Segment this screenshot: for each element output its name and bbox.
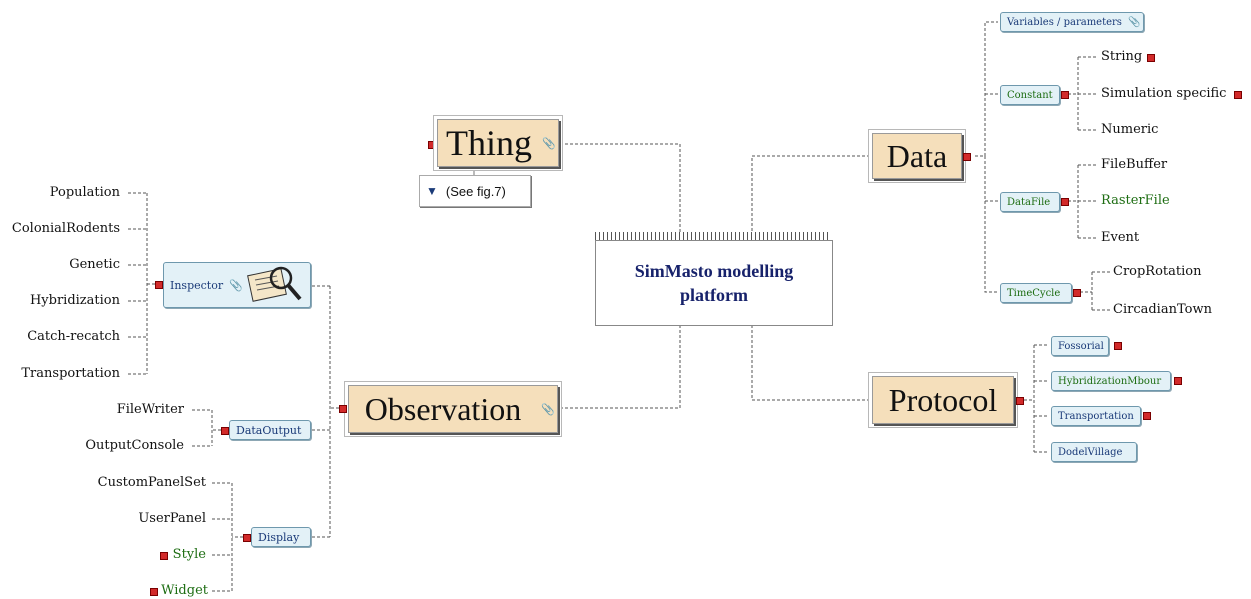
datafile-item-event[interactable]: Event [1101,230,1140,245]
paperclip-icon: 📎 [542,137,556,150]
node-datafile[interactable]: DataFile [1000,192,1060,212]
node-dataoutput-label: DataOutput [236,423,302,437]
collapse-marker-icon[interactable] [1174,377,1182,385]
constant-item-simulation-specific[interactable]: Simulation specific [1101,86,1227,101]
collapse-marker-icon[interactable] [428,141,436,149]
node-data-label: Data [886,137,948,174]
display-item-userpanel[interactable]: UserPanel [138,511,206,526]
collapse-marker-icon[interactable] [1143,412,1151,420]
protocol-item-dodelvillage[interactable]: DodelVillage [1051,442,1137,462]
collapse-marker-icon[interactable] [1061,91,1069,99]
node-observation[interactable]: Observation [348,385,558,433]
inspector-item-transportation[interactable]: Transportation [21,366,120,381]
inspector-item-population[interactable]: Population [49,185,120,200]
constant-item-string[interactable]: String [1101,49,1143,64]
central-node[interactable]: SimMasto modelling platform [595,240,833,326]
protocol-item-label: DodelVillage [1058,446,1123,458]
collapse-marker-icon[interactable] [1073,289,1081,297]
protocol-item-transportation[interactable]: Transportation [1051,406,1141,426]
collapse-marker-icon[interactable] [1061,198,1069,206]
inspector-item-catch-recatch[interactable]: Catch-recatch [27,329,120,344]
protocol-item-label: HybridizationMbour [1058,375,1162,387]
inspector-item-genetic[interactable]: Genetic [69,257,120,272]
node-variables-label: Variables / parameters [1007,16,1122,28]
node-protocol-label: Protocol [888,381,998,418]
node-data[interactable]: Data [872,133,962,179]
node-datafile-label: DataFile [1007,196,1051,208]
node-constant-label: Constant [1007,89,1053,101]
central-title-line2: platform [680,285,748,305]
central-title-line1: SimMasto modelling [634,261,794,281]
collapse-marker-icon[interactable] [339,405,347,413]
protocol-item-label: Fossorial [1058,340,1104,352]
collapse-marker-icon[interactable] [221,427,229,435]
pin-icon: ▼ [426,184,438,198]
collapse-marker-icon[interactable] [1114,342,1122,350]
node-protocol[interactable]: Protocol [872,376,1014,424]
datafile-item-filebuffer[interactable]: FileBuffer [1101,157,1168,172]
node-variables-parameters[interactable]: Variables / parameters 📎 [1000,12,1144,32]
collapse-marker-icon[interactable] [1234,91,1242,99]
node-timecycle[interactable]: TimeCycle [1000,283,1072,303]
timecycle-item-circadiantown[interactable]: CircadianTown [1113,302,1212,317]
datafile-item-rasterfile[interactable]: RasterFile [1101,193,1170,208]
timecycle-item-croprotation[interactable]: CropRotation [1113,264,1202,279]
display-item-widget[interactable]: Widget [161,583,208,598]
collapse-marker-icon[interactable] [1147,54,1155,62]
collapse-marker-icon[interactable] [1016,397,1024,405]
display-item-custompanelset[interactable]: CustomPanelSet [97,475,206,490]
node-dataoutput[interactable]: DataOutput [229,420,311,440]
node-inspector-label: Inspector [170,278,224,292]
constant-item-numeric[interactable]: Numeric [1101,122,1159,137]
dataoutput-item-filewriter[interactable]: FileWriter [116,402,184,417]
node-observation-label: Observation [364,390,522,427]
magnifier-icon [247,266,302,302]
spiral-binding-icon [595,232,831,241]
paperclip-icon: 📎 [229,278,243,292]
paperclip-icon: 📎 [541,403,555,416]
node-display[interactable]: Display [251,527,311,547]
node-constant[interactable]: Constant [1000,85,1060,105]
collapse-marker-icon[interactable] [243,534,251,542]
collapse-marker-icon[interactable] [160,552,168,560]
inspector-item-colonialrodents[interactable]: ColonialRodents [11,221,120,236]
protocol-item-hybridizationmbour[interactable]: HybridizationMbour [1051,371,1171,391]
collapse-marker-icon[interactable] [155,281,163,289]
paperclip-icon: 📎 [1127,16,1141,28]
node-thing[interactable]: Thing [437,119,559,167]
collapse-marker-icon[interactable] [963,153,971,161]
note-text: (See fig.7) [445,183,506,199]
note-callout[interactable]: ▼ (See fig.7) [419,175,531,207]
node-timecycle-label: TimeCycle [1007,287,1061,299]
display-item-style[interactable]: Style [172,547,206,562]
inspector-item-hybridization[interactable]: Hybridization [29,293,120,308]
node-thing-label: Thing [446,123,532,163]
node-display-label: Display [258,530,300,544]
collapse-marker-icon[interactable] [150,588,158,596]
protocol-item-label: Transportation [1058,410,1134,422]
protocol-item-fossorial[interactable]: Fossorial [1051,336,1109,356]
dataoutput-item-outputconsole[interactable]: OutputConsole [85,438,184,453]
